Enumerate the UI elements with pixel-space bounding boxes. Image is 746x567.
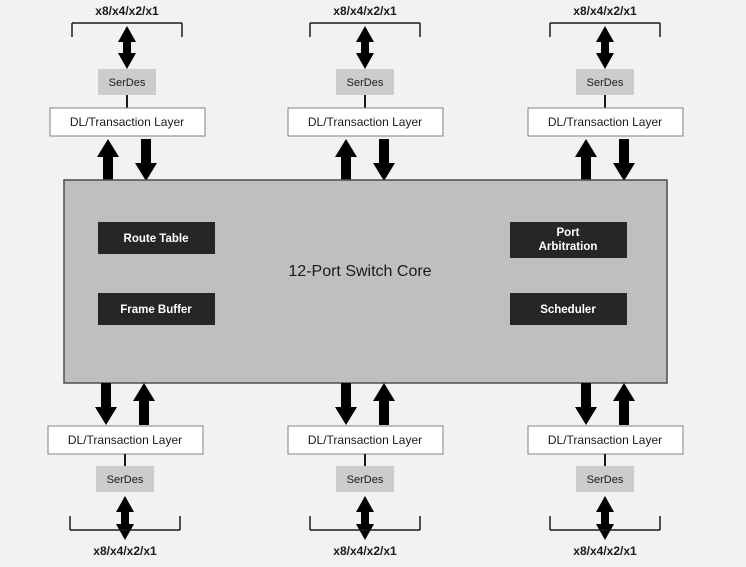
- top-port-1-serdes-label: SerDes: [109, 77, 146, 89]
- bottom-port-1-bracket: [69, 516, 181, 531]
- top-port-1-lane-label: x8/x4/x2/x1: [95, 4, 159, 18]
- top-port-1-serdes-box: [98, 69, 156, 95]
- top-port-2-dl-label: DL/Transaction Layer: [308, 115, 422, 129]
- top-port-1-bracket: [71, 22, 183, 37]
- bottom-port-2-bracket: [309, 516, 421, 531]
- top-port-2-serdes-box: [336, 69, 394, 95]
- top-port-1-uplink-arrow: [97, 139, 119, 181]
- top-port-3-serdes-label: SerDes: [587, 77, 624, 89]
- bottom-port-3-serdes-box: [576, 466, 634, 492]
- bottom-port-1-lane-label: x8/x4/x2/x1: [93, 544, 157, 558]
- scheduler-box[interactable]: [510, 293, 627, 325]
- port-arbitration-label-line1: Port: [557, 227, 580, 239]
- top-port-2-serdes-label: SerDes: [347, 77, 384, 89]
- top-port-3-serdes-box: [576, 69, 634, 95]
- bottom-port-3-serdes-label: SerDes: [587, 474, 624, 486]
- top-port-1-group: x8/x4/x2/x1 SerDes DL/Transaction Layer: [49, 4, 206, 181]
- top-port-3-dl-box: [527, 107, 684, 137]
- top-port-1-arrow-down: [118, 44, 136, 69]
- bottom-port-1-uplink-arrow: [133, 383, 155, 425]
- top-port-3-arrow-down: [596, 44, 614, 69]
- scheduler-label: Scheduler: [540, 304, 596, 316]
- bottom-port-1-arrow-up: [116, 496, 134, 521]
- route-table-box[interactable]: [98, 222, 215, 254]
- bottom-port-3-group: DL/Transaction Layer SerDes x8/x4/x2/x1: [527, 383, 684, 558]
- bottom-port-2-dl-box: [287, 425, 444, 455]
- bottom-port-2-uplink-arrow: [373, 383, 395, 425]
- top-port-2-bracket: [309, 22, 421, 37]
- top-port-3-downlink-arrow: [613, 139, 635, 181]
- top-port-3-bracket: [549, 22, 661, 37]
- bottom-port-1-downlink-arrow: [95, 383, 117, 425]
- bottom-port-2-arrow-up: [356, 496, 374, 521]
- bottom-port-2-lane-label: x8/x4/x2/x1: [333, 544, 397, 558]
- bottom-port-1-group: DL/Transaction Layer SerDes x8/x4/x2/x1: [47, 383, 204, 558]
- frame-buffer-box[interactable]: [98, 293, 215, 325]
- bottom-port-2-serdes-label: SerDes: [347, 474, 384, 486]
- bottom-port-2-dl-label: DL/Transaction Layer: [308, 433, 422, 447]
- bottom-port-3-lane-label: x8/x4/x2/x1: [573, 544, 637, 558]
- top-port-1-downlink-arrow: [135, 139, 157, 181]
- top-port-2-dl-box: [287, 107, 444, 137]
- top-port-1-dl-label: DL/Transaction Layer: [70, 115, 184, 129]
- bottom-port-3-dl-label: DL/Transaction Layer: [548, 433, 662, 447]
- bottom-port-2-group: DL/Transaction Layer SerDes x8/x4/x2/x1: [287, 383, 444, 558]
- bottom-port-3-arrow-up: [596, 496, 614, 521]
- top-port-2-group: x8/x4/x2/x1 SerDes DL/Transaction Layer: [287, 4, 444, 181]
- port-arbitration-label-line2: Arbitration: [539, 241, 598, 253]
- bottom-port-1-serdes-box: [96, 466, 154, 492]
- top-port-1-arrow-up: [118, 26, 136, 52]
- top-port-2-lane-label: x8/x4/x2/x1: [333, 4, 397, 18]
- bottom-port-1-dl-label: DL/Transaction Layer: [68, 433, 182, 447]
- bottom-port-3-downlink-arrow: [575, 383, 597, 425]
- top-port-3-arrow-up: [596, 26, 614, 52]
- bottom-port-3-bracket: [549, 516, 661, 531]
- bottom-port-1-dl-box: [47, 425, 204, 455]
- top-port-2-downlink-arrow: [373, 139, 395, 181]
- bottom-port-2-arrow-down: [356, 514, 374, 540]
- bottom-port-1-serdes-label: SerDes: [107, 474, 144, 486]
- top-port-2-uplink-arrow: [335, 139, 357, 181]
- bottom-port-2-serdes-box: [336, 466, 394, 492]
- top-port-2-arrow-up: [356, 26, 374, 52]
- route-table-label: Route Table: [124, 233, 189, 245]
- top-port-3-uplink-arrow: [575, 139, 597, 181]
- bottom-port-3-uplink-arrow: [613, 383, 635, 425]
- switch-core-box: [63, 179, 668, 384]
- top-port-1-dl-box: [49, 107, 206, 137]
- top-port-2-arrow-down: [356, 44, 374, 69]
- bottom-port-1-arrow-down: [116, 514, 134, 540]
- frame-buffer-label: Frame Buffer: [120, 304, 192, 316]
- switch-core-group: 12-Port Switch Core Route Table Frame Bu…: [63, 179, 668, 384]
- top-port-3-group: x8/x4/x2/x1 SerDes DL/Transaction Layer: [527, 4, 684, 181]
- top-port-3-lane-label: x8/x4/x2/x1: [573, 4, 637, 18]
- port-arbitration-box[interactable]: [510, 222, 627, 258]
- bottom-port-3-arrow-down: [596, 514, 614, 540]
- switch-core-title: 12-Port Switch Core: [288, 263, 431, 280]
- bottom-port-2-downlink-arrow: [335, 383, 357, 425]
- top-port-3-dl-label: DL/Transaction Layer: [548, 115, 662, 129]
